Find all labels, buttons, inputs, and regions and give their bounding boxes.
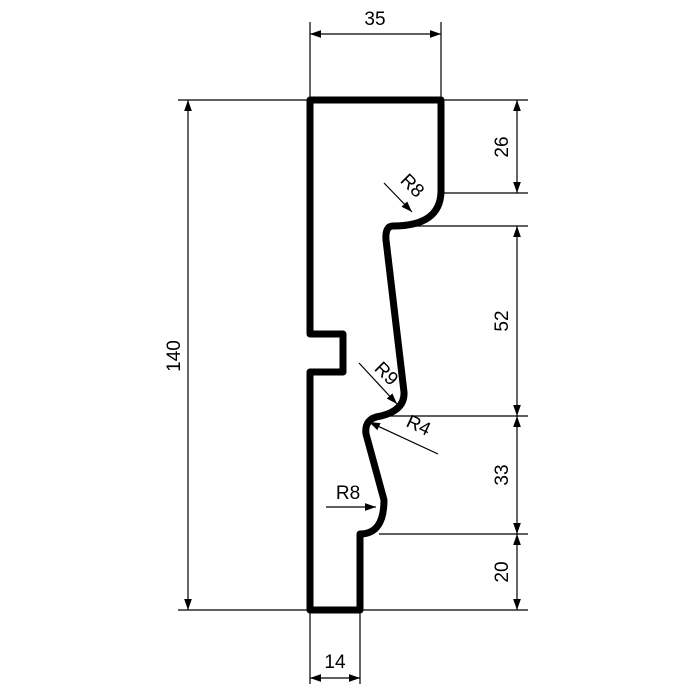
- dim-label-segment-1: 26: [492, 136, 513, 157]
- dimension-segment-3: 33: [492, 416, 521, 534]
- dimension-top-width: 35: [310, 9, 441, 38]
- dim-label-bottom-width: 14: [324, 652, 346, 673]
- dimension-segment-2: 52: [492, 226, 521, 416]
- dim-label-total-height: 140: [164, 340, 185, 372]
- profile-outline: [306, 96, 445, 614]
- dim-label-top-width: 35: [364, 9, 385, 30]
- dimension-segment-4: 20: [492, 534, 521, 610]
- extension-lines: [178, 22, 528, 684]
- radius-callout-4: R8: [326, 483, 376, 511]
- radius-label-1: R8: [396, 170, 428, 202]
- dim-label-segment-3: 33: [492, 464, 513, 485]
- radius-callout-2: R9: [358, 358, 402, 405]
- dim-label-segment-2: 52: [492, 310, 513, 331]
- dim-label-segment-4: 20: [492, 561, 513, 582]
- dimension-bottom-width: 14: [310, 652, 360, 682]
- dimension-segment-1: 26: [492, 100, 521, 193]
- dimension-total-height: 140: [164, 100, 192, 610]
- radius-label-4: R8: [336, 483, 360, 504]
- radius-callout-1: R8: [383, 170, 428, 213]
